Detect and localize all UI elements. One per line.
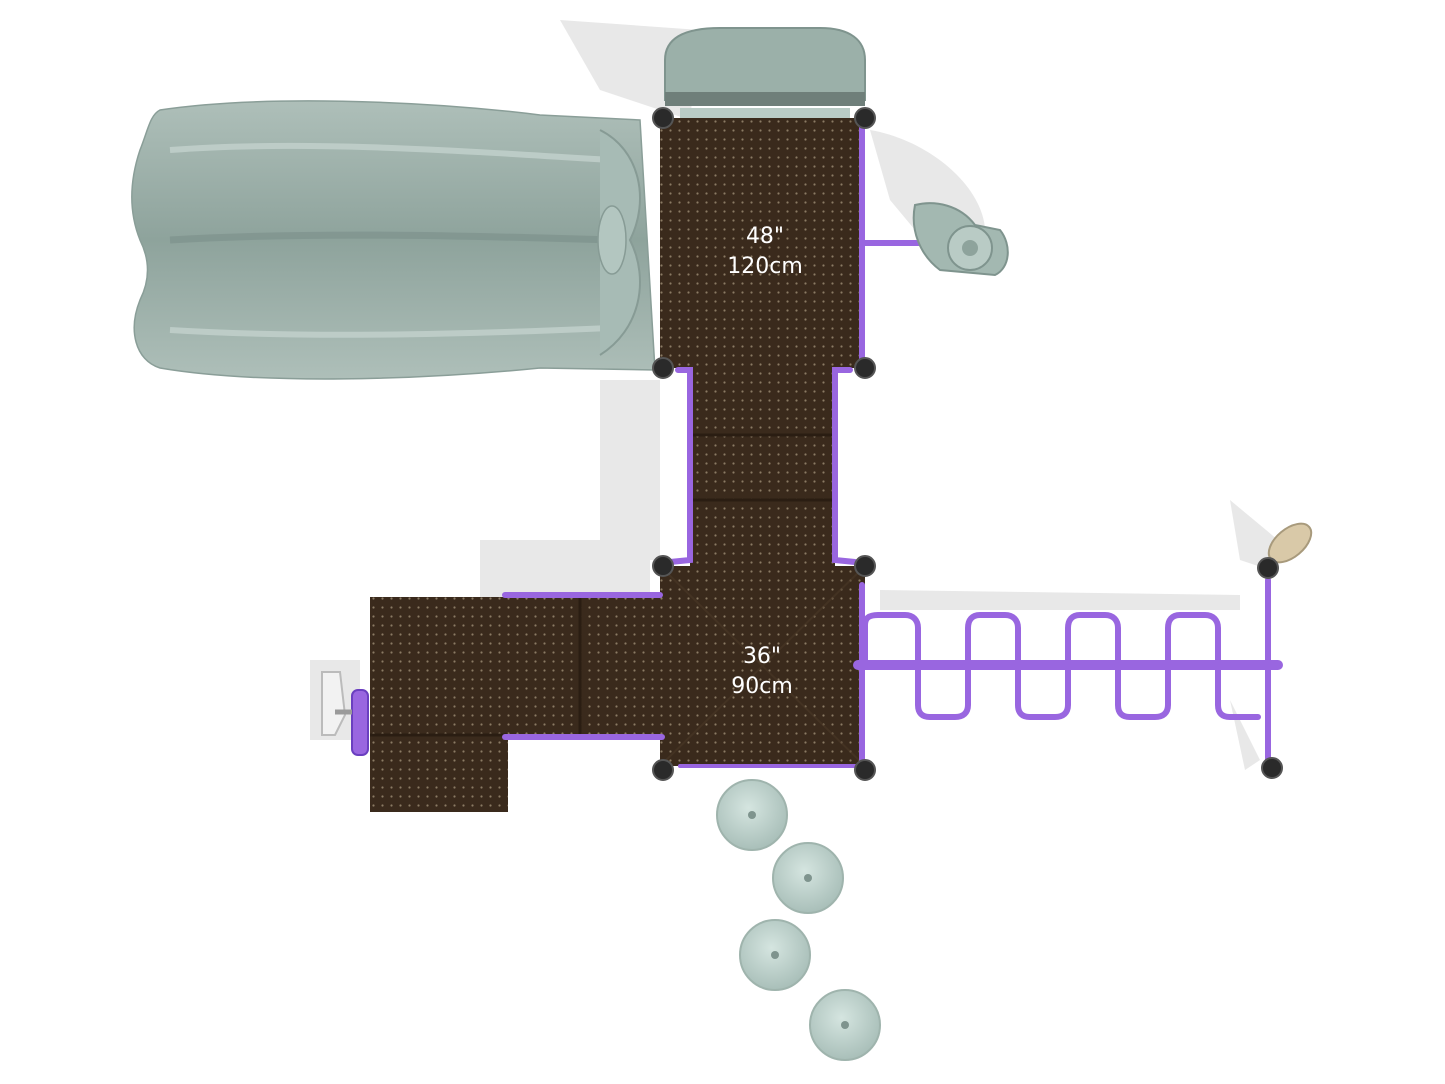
post	[652, 357, 674, 379]
post	[854, 107, 876, 129]
stepper-2	[772, 842, 844, 914]
post	[652, 107, 674, 129]
post	[1257, 557, 1279, 579]
upper-deck-label: 48" 120cm	[727, 224, 803, 279]
post	[854, 759, 876, 781]
guard-rails	[502, 122, 865, 768]
stepper-4	[809, 989, 881, 1061]
ring-climber	[853, 577, 1283, 763]
double-wave-slide	[131, 100, 656, 380]
post	[854, 357, 876, 379]
spinner-panel	[862, 202, 1009, 277]
upper-deck-height-in: 48"	[746, 224, 784, 249]
stepper-3	[739, 919, 811, 991]
stepping-pods	[716, 779, 881, 1061]
post	[652, 555, 674, 577]
tic-tac-panel	[321, 671, 369, 756]
post	[1261, 757, 1283, 779]
lower-deck-height-in: 36"	[743, 644, 781, 669]
roof-canopy	[664, 27, 866, 125]
lower-deck-label: 36" 90cm	[731, 644, 793, 699]
post	[854, 555, 876, 577]
lower-deck-height-cm: 90cm	[731, 674, 793, 699]
deck-posts	[652, 107, 1283, 781]
stepper-1	[716, 779, 788, 851]
upper-deck-height-cm: 120cm	[727, 254, 803, 279]
decks	[370, 118, 866, 812]
post	[652, 759, 674, 781]
